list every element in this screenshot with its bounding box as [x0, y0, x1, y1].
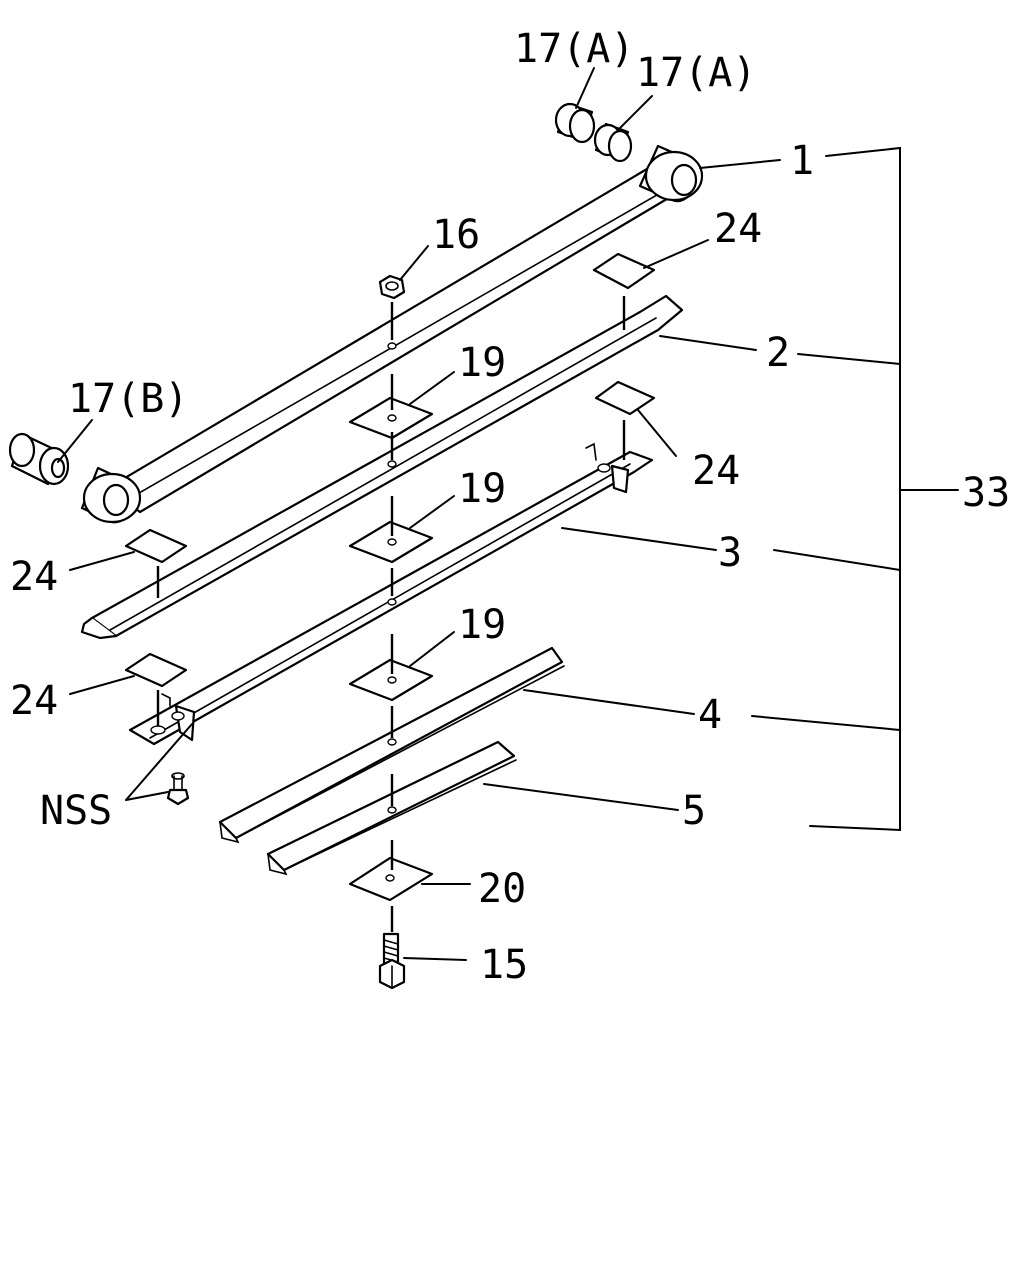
center-bolt-axis	[387, 302, 397, 932]
callout-1: 1	[790, 138, 814, 184]
bolt-15	[378, 932, 406, 990]
callout-4: 4	[698, 692, 722, 738]
pad-24-left-upper	[124, 528, 188, 564]
bushing-17a-right	[593, 122, 633, 163]
callout-24-right: 24	[692, 448, 740, 494]
callout-2: 2	[766, 330, 790, 376]
callout-24-left-upper: 24	[10, 554, 58, 600]
nut-16	[378, 274, 406, 300]
callout-33: 33	[962, 470, 1010, 516]
callout-19-low: 19	[458, 602, 506, 648]
callout-20: 20	[478, 866, 526, 912]
plate-19-top	[348, 396, 434, 440]
third-leaf	[128, 442, 654, 746]
callout-19-top: 19	[458, 340, 506, 386]
callout-17b: 17(B)	[68, 376, 188, 422]
pad-pin-lines	[156, 296, 626, 726]
callout-15: 15	[480, 942, 528, 988]
pad-24-right	[594, 380, 656, 416]
bushing-17a-left	[554, 102, 596, 144]
pad-24-left-lower	[124, 652, 188, 688]
main-leaf-with-eyes	[80, 144, 704, 524]
assembly-bracket	[751, 146, 959, 832]
pad-24-top	[592, 252, 656, 290]
callout-24-left-lower: 24	[10, 678, 58, 724]
callout-24-top: 24	[714, 206, 762, 252]
bushing-17b	[8, 432, 70, 486]
callout-5: 5	[682, 788, 706, 834]
second-leaf	[80, 294, 684, 640]
plate-19-mid	[348, 520, 434, 564]
callout-17a-left: 17(A)	[514, 26, 634, 72]
plate-19-low	[348, 658, 434, 702]
leader-lines	[57, 67, 781, 961]
callout-19-mid: 19	[458, 466, 506, 512]
nss-rivet	[166, 772, 190, 806]
plate-20	[348, 856, 434, 902]
callout-17a-right: 17(A)	[636, 50, 756, 96]
callout-nss: NSS	[40, 788, 112, 834]
callout-3: 3	[718, 530, 742, 576]
callout-16: 16	[432, 212, 480, 258]
